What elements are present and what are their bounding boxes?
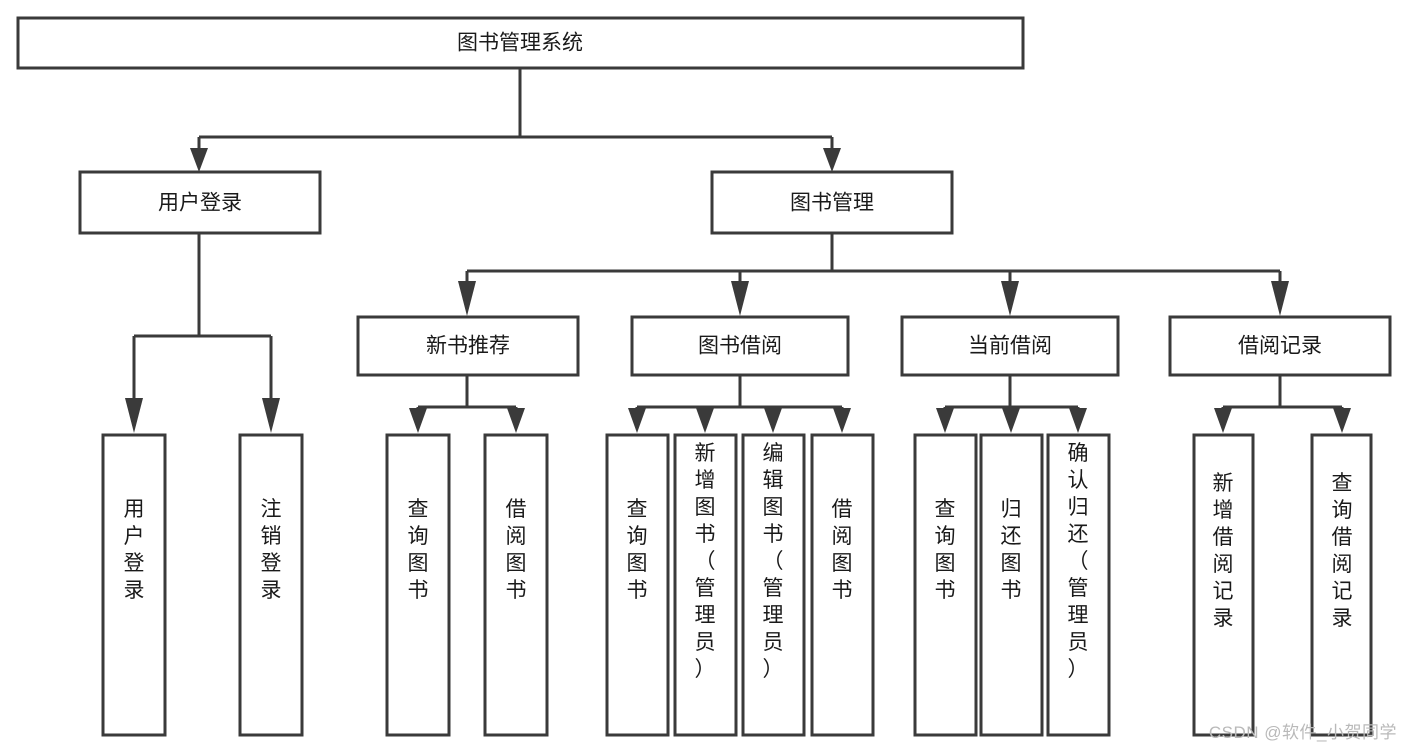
node-leaf-5[interactable]: 查询图书 — [605, 433, 670, 737]
node-book-manage[interactable]: 图书管理 — [710, 170, 954, 235]
node-leaf-8-label: 借阅图书 — [832, 498, 853, 602]
node-leaf-2[interactable]: 注销登录 — [238, 433, 304, 737]
node-leaf-12-box[interactable] — [1192, 433, 1255, 737]
node-leaf-10-label: 归还图书 — [1001, 498, 1022, 602]
arrowhead-leaf-12 — [1214, 408, 1232, 433]
node-leaf-6[interactable]: 新增图书（管理员） — [673, 433, 738, 737]
node-leaf-6-label: 新增图书（管理员） — [695, 442, 716, 681]
node-leaf-12[interactable]: 新增借阅记录 — [1192, 433, 1255, 737]
arrowhead-leaf-2 — [262, 398, 280, 433]
node-leaf-8-box[interactable] — [810, 433, 875, 737]
node-current-borrow-label: 当前借阅 — [968, 335, 1052, 358]
node-leaf-3-box[interactable] — [385, 433, 451, 737]
node-leaf-4-box[interactable] — [483, 433, 549, 737]
node-new-book-rec-label: 新书推荐 — [426, 335, 510, 358]
node-leaf-7[interactable]: 编辑图书（管理员） — [741, 433, 806, 737]
arrowhead-leaf-6 — [696, 408, 714, 433]
arrowhead-bookborrow — [731, 281, 749, 316]
node-leaf-7-label: 编辑图书（管理员） — [763, 442, 784, 681]
arrowhead-borrowrecord — [1271, 281, 1289, 316]
arrowhead-user-login — [190, 148, 208, 172]
node-leaf-3[interactable]: 查询图书 — [385, 433, 451, 737]
node-book-borrow-label: 图书借阅 — [698, 335, 782, 358]
arrowhead-newbook — [458, 281, 476, 316]
node-book-borrow-box[interactable] — [630, 315, 850, 377]
node-user-login-label: 用户登录 — [158, 192, 242, 215]
node-current-borrow-box[interactable] — [900, 315, 1120, 377]
node-leaf-13-box[interactable] — [1310, 433, 1373, 737]
arrowhead-leaf-8 — [833, 408, 851, 433]
node-leaf-9[interactable]: 查询图书 — [913, 433, 978, 737]
node-leaf-9-label: 查询图书 — [935, 498, 956, 602]
node-borrow-record-label: 借阅记录 — [1238, 335, 1322, 358]
node-new-book-rec-box[interactable] — [356, 315, 580, 377]
node-current-borrow[interactable]: 当前借阅 — [900, 315, 1120, 377]
node-leaf-11-box[interactable] — [1046, 433, 1111, 737]
node-leaf-1[interactable]: 用户登录 — [101, 433, 167, 737]
node-book-borrow[interactable]: 图书借阅 — [630, 315, 850, 377]
node-leaf-13[interactable]: 查询借阅记录 — [1310, 433, 1373, 737]
node-leaf-9-box[interactable] — [913, 433, 978, 737]
node-leaf-4[interactable]: 借阅图书 — [483, 433, 549, 737]
node-leaf-7-box[interactable] — [741, 433, 806, 737]
arrowhead-currentborrow — [1001, 281, 1019, 316]
node-leaf-1-box[interactable] — [101, 433, 167, 737]
node-root-box[interactable] — [16, 16, 1025, 70]
node-new-book-rec[interactable]: 新书推荐 — [356, 315, 580, 377]
node-leaf-5-label: 查询图书 — [627, 498, 648, 602]
node-leaf-2-box[interactable] — [238, 433, 304, 737]
arrowhead-leaf-13 — [1333, 408, 1351, 433]
node-leaf-10[interactable]: 归还图书 — [979, 433, 1044, 737]
arrowhead-leaf-10 — [1002, 408, 1020, 433]
node-leaf-11-label: 确认归还（管理员） — [1068, 442, 1089, 681]
node-leaf-2-label: 注销登录 — [261, 498, 282, 602]
node-leaf-4-label: 借阅图书 — [506, 498, 527, 602]
node-borrow-record[interactable]: 借阅记录 — [1168, 315, 1392, 377]
arrowhead-leaf-7 — [764, 408, 782, 433]
arrowhead-leaf-3 — [409, 408, 427, 433]
node-leaf-5-box[interactable] — [605, 433, 670, 737]
node-leaf-3-label: 查询图书 — [408, 498, 429, 602]
node-root-label: 图书管理系统 — [457, 32, 583, 55]
node-leaf-12-label: 新增借阅记录 — [1213, 472, 1234, 630]
node-borrow-record-box[interactable] — [1168, 315, 1392, 377]
arrowhead-leaf-9 — [936, 408, 954, 433]
node-leaf-8[interactable]: 借阅图书 — [810, 433, 875, 737]
node-book-manage-label: 图书管理 — [790, 192, 874, 215]
csdn-watermark: CSDN @软件_小贺同学 — [1208, 723, 1397, 742]
node-leaf-13-label: 查询借阅记录 — [1332, 472, 1353, 630]
arrowhead-leaf-5 — [628, 408, 646, 433]
arrowhead-leaf-4 — [507, 408, 525, 433]
node-book-manage-box[interactable] — [710, 170, 954, 235]
node-leaf-6-box[interactable] — [673, 433, 738, 737]
node-leaf-11[interactable]: 确认归还（管理员） — [1046, 433, 1111, 737]
arrowhead-book-manage — [823, 148, 841, 172]
node-leaf-1-label: 用户登录 — [124, 498, 145, 602]
node-user-login[interactable]: 用户登录 — [78, 170, 322, 235]
connector-layer — [125, 68, 1351, 433]
arrowhead-leaf-11 — [1069, 408, 1087, 433]
arrowhead-leaf-1 — [125, 398, 143, 433]
node-user-login-box[interactable] — [78, 170, 322, 235]
node-root[interactable]: 图书管理系统 — [16, 16, 1025, 70]
node-leaf-10-box[interactable] — [979, 433, 1044, 737]
